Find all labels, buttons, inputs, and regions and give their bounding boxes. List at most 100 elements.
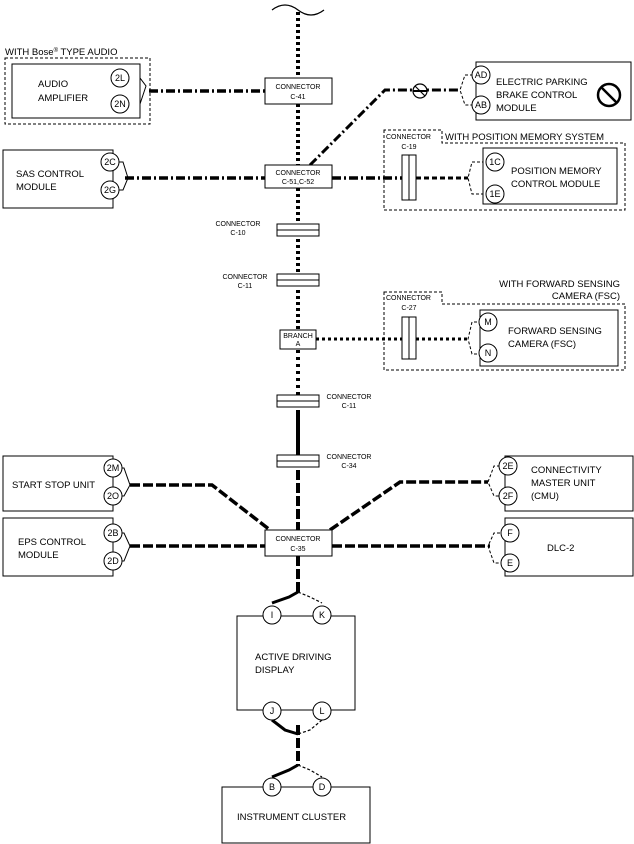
svg-text:1E: 1E bbox=[489, 189, 500, 199]
fsc-option-label-2: CAMERA (FSC) bbox=[552, 291, 620, 302]
fork-cluster-left bbox=[271, 763, 299, 779]
svg-text:I: I bbox=[271, 610, 274, 620]
pins-add-bottom: J L bbox=[262, 701, 332, 721]
branch-a: BRANCH A bbox=[279, 329, 317, 350]
sas-control-module: SAS CONTROL MODULE bbox=[2, 149, 114, 209]
connector-c51-c52: CONNECTOR C-51,C-52 bbox=[264, 164, 333, 189]
connector-c11-lower: CONNECTOR C-11 bbox=[276, 394, 372, 410]
svg-text:AUDIO: AUDIO bbox=[38, 79, 68, 90]
connector-c41: CONNECTOR C-41 bbox=[264, 77, 333, 105]
svg-text:2O: 2O bbox=[107, 491, 119, 501]
svg-text:CONTROL MODULE: CONTROL MODULE bbox=[511, 179, 600, 190]
svg-text:C-11: C-11 bbox=[238, 283, 253, 290]
fsc-option-border bbox=[383, 291, 626, 371]
dlc-2-module: DLC-2 bbox=[504, 517, 634, 577]
svg-text:C-34: C-34 bbox=[341, 463, 356, 470]
fork-add-top-left bbox=[271, 590, 299, 605]
svg-text:C-41: C-41 bbox=[290, 94, 305, 101]
fork-cluster-right bbox=[297, 764, 323, 778]
connector-c27: CONNECTOR C-27 bbox=[386, 295, 431, 360]
pins-fsc: M N bbox=[478, 312, 498, 363]
svg-text:B: B bbox=[269, 782, 275, 792]
svg-text:2M: 2M bbox=[107, 463, 120, 473]
prohibited-icon bbox=[596, 82, 622, 108]
svg-text:MODULE: MODULE bbox=[16, 182, 57, 193]
epb-module: ELECTRIC PARKING BRAKE CONTROL MODULE bbox=[475, 61, 632, 121]
svg-text:AB: AB bbox=[475, 100, 487, 110]
start-stop-unit: START STOP UNIT bbox=[2, 455, 114, 512]
no-connection-icon bbox=[412, 83, 428, 99]
svg-text:C-19: C-19 bbox=[401, 144, 416, 151]
position-memory-option-border bbox=[383, 129, 626, 211]
position-memory-option-label: WITH POSITION MEMORY SYSTEM bbox=[445, 132, 604, 143]
svg-text:MODULE: MODULE bbox=[496, 103, 537, 114]
svg-text:2B: 2B bbox=[107, 528, 118, 538]
pins-dlc: F E bbox=[500, 523, 520, 573]
svg-text:J: J bbox=[270, 706, 275, 716]
svg-text:A: A bbox=[296, 341, 301, 348]
wire-cmu bbox=[329, 480, 488, 532]
svg-text:CONNECTOR: CONNECTOR bbox=[223, 274, 268, 281]
pins-cmu: 2E 2F bbox=[498, 456, 518, 506]
pin-bracket-fsc bbox=[467, 321, 482, 355]
fork-add-bottom-left bbox=[271, 718, 299, 736]
pins-sas: 2C 2G bbox=[100, 152, 120, 200]
svg-text:K: K bbox=[319, 610, 325, 620]
svg-text:CONNECTOR: CONNECTOR bbox=[216, 221, 261, 228]
svg-text:2D: 2D bbox=[107, 556, 119, 566]
pins-add-top: I K bbox=[262, 605, 332, 625]
svg-text:E: E bbox=[507, 558, 513, 568]
svg-text:F: F bbox=[507, 528, 513, 538]
connector-c19: CONNECTOR C-19 bbox=[386, 134, 431, 201]
wire-start-stop bbox=[130, 483, 272, 532]
svg-text:C-11: C-11 bbox=[342, 403, 357, 410]
svg-text:N: N bbox=[485, 348, 492, 358]
svg-text:AMPLIFIER: AMPLIFIER bbox=[38, 93, 88, 104]
svg-text:FORWARD SENSING: FORWARD SENSING bbox=[508, 326, 602, 337]
pin-bracket-cmu bbox=[487, 465, 505, 497]
svg-text:DLC-2: DLC-2 bbox=[547, 543, 574, 554]
connector-c11-upper: CONNECTOR C-11 bbox=[223, 273, 320, 290]
svg-text:CAMERA (FSC): CAMERA (FSC) bbox=[508, 339, 576, 350]
pins-cluster: B D bbox=[262, 777, 332, 797]
svg-text:D: D bbox=[319, 782, 326, 792]
bose-option-label: WITH Bose® TYPE AUDIO bbox=[5, 47, 117, 58]
svg-text:EPS CONTROL: EPS CONTROL bbox=[18, 537, 86, 548]
wire-epb bbox=[308, 88, 460, 167]
svg-text:CONNECTOR: CONNECTOR bbox=[276, 170, 321, 177]
svg-text:1C: 1C bbox=[489, 157, 501, 167]
svg-text:CONNECTIVITY: CONNECTIVITY bbox=[531, 465, 602, 476]
svg-text:L: L bbox=[319, 706, 324, 716]
svg-text:(CMU): (CMU) bbox=[531, 491, 559, 502]
svg-text:C-10: C-10 bbox=[230, 230, 245, 237]
pins-audio: 2L 2N bbox=[110, 68, 130, 114]
position-memory-module: POSITION MEMORY CONTROL MODULE bbox=[482, 147, 618, 205]
svg-text:CONNECTOR: CONNECTOR bbox=[327, 394, 372, 401]
svg-text:BRAKE CONTROL: BRAKE CONTROL bbox=[496, 90, 577, 101]
fsc-option-label-1: WITH FORWARD SENSING bbox=[499, 279, 620, 290]
svg-text:2L: 2L bbox=[115, 73, 125, 83]
svg-text:ELECTRIC PARKING: ELECTRIC PARKING bbox=[496, 77, 588, 88]
svg-text:INSTRUMENT CLUSTER: INSTRUMENT CLUSTER bbox=[237, 812, 346, 823]
fork-add-top-right bbox=[297, 591, 323, 604]
svg-text:C-27: C-27 bbox=[401, 305, 416, 312]
pins-epb: AD AB bbox=[471, 65, 491, 115]
svg-text:CONNECTOR: CONNECTOR bbox=[276, 84, 321, 91]
pin-bracket-sas bbox=[113, 161, 129, 191]
pins-start-stop: 2M 2O bbox=[103, 458, 123, 506]
connector-c34: CONNECTOR C-34 bbox=[276, 454, 371, 470]
wire-break-symbol bbox=[271, 4, 325, 16]
instrument-cluster-module: INSTRUMENT CLUSTER bbox=[221, 786, 371, 844]
svg-text:AD: AD bbox=[475, 70, 488, 80]
svg-text:C-35: C-35 bbox=[290, 546, 305, 553]
eps-control-module: EPS CONTROL MODULE bbox=[2, 517, 114, 577]
fsc-module: FORWARD SENSING CAMERA (FSC) bbox=[479, 309, 619, 367]
svg-text:START STOP UNIT: START STOP UNIT bbox=[12, 480, 95, 491]
pins-eps: 2B 2D bbox=[103, 523, 123, 571]
connector-c35: CONNECTOR C-35 bbox=[264, 529, 333, 557]
connector-c10: CONNECTOR C-10 bbox=[216, 221, 320, 237]
svg-text:SAS CONTROL: SAS CONTROL bbox=[16, 169, 84, 180]
pin-bracket-position-memory bbox=[467, 161, 485, 195]
svg-text:CONNECTOR: CONNECTOR bbox=[386, 134, 431, 141]
svg-text:CONNECTOR: CONNECTOR bbox=[276, 536, 321, 543]
